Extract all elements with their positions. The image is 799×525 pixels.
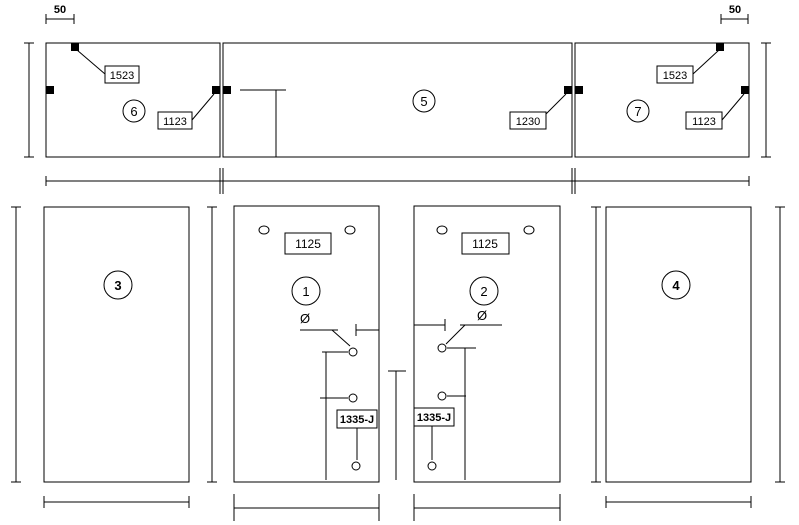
svg-text:1125: 1125 <box>472 237 498 251</box>
hinge-marker <box>716 43 724 51</box>
panel-3[interactable]: 3 <box>43 206 190 483</box>
mounting-hole <box>436 225 448 235</box>
hinge-marker <box>71 43 79 51</box>
top-row-height-dims <box>24 42 771 158</box>
panel-number: 2 <box>480 284 487 299</box>
hinge-marker <box>575 86 583 94</box>
hardware-tag: 1125 <box>284 232 332 255</box>
svg-text:1123: 1123 <box>163 116 187 128</box>
mounting-hole <box>344 225 356 235</box>
svg-text:1523: 1523 <box>663 70 687 82</box>
svg-text:1123: 1123 <box>692 116 716 128</box>
panel-5[interactable]: 1230 5 <box>222 42 573 158</box>
hinge-marker <box>564 86 572 94</box>
mounting-hole <box>348 347 358 357</box>
hardware-tag: 1125 <box>461 232 510 255</box>
mounting-hole <box>437 391 447 401</box>
bracket-tag: 1335-J <box>336 409 378 429</box>
hardware-tag: 1523 <box>656 65 694 84</box>
bottom-row-height-dims <box>11 206 785 483</box>
diameter-symbol: Ø <box>300 311 310 326</box>
svg-text:1125: 1125 <box>295 237 321 251</box>
hinge-marker <box>212 86 220 94</box>
offset-left-label: 50 <box>54 4 66 16</box>
mounting-hole <box>523 225 535 235</box>
mounting-hole <box>258 225 270 235</box>
panel-number: 6 <box>130 104 137 119</box>
panel-number: 7 <box>634 104 641 119</box>
panel-number: 1 <box>302 284 309 299</box>
panel-number: 4 <box>672 278 680 293</box>
hardware-tag: 1523 <box>104 65 140 84</box>
panel-number: 3 <box>114 278 121 293</box>
hardware-tag: 1230 <box>509 111 547 130</box>
hinge-marker <box>46 86 54 94</box>
svg-text:1230: 1230 <box>516 116 540 128</box>
hardware-tag: 1123 <box>157 111 193 130</box>
hinge-marker <box>223 86 231 94</box>
top-row-width-dims <box>45 168 750 194</box>
center-gap-dim <box>388 370 406 480</box>
panel-1[interactable]: 1125 1 Ø 1335-J <box>233 205 380 483</box>
panel-2[interactable]: 1125 2 Ø 1335-J <box>413 205 561 483</box>
svg-text:1335-J: 1335-J <box>417 412 451 424</box>
offset-dimension-left: 50 <box>45 4 75 24</box>
svg-text:1335-J: 1335-J <box>340 414 374 426</box>
hinge-marker <box>741 86 749 94</box>
offset-right-label: 50 <box>729 4 741 16</box>
panel-6[interactable]: 1523 1123 6 <box>45 42 221 158</box>
offset-dimension-right: 50 <box>720 4 749 24</box>
diameter-symbol: Ø <box>477 308 487 323</box>
bracket-tag: 1335-J <box>413 407 455 427</box>
mounting-hole <box>348 393 358 403</box>
mounting-hole <box>427 461 437 471</box>
panel-7[interactable]: 1523 1123 7 <box>574 42 750 158</box>
svg-text:1523: 1523 <box>110 70 134 82</box>
mounting-hole <box>351 461 361 471</box>
panel-4[interactable]: 4 <box>605 206 752 483</box>
bottom-row-width-dims <box>43 494 752 521</box>
hardware-tag: 1123 <box>685 111 723 130</box>
panel-number: 5 <box>420 94 427 109</box>
mounting-hole <box>437 343 447 353</box>
